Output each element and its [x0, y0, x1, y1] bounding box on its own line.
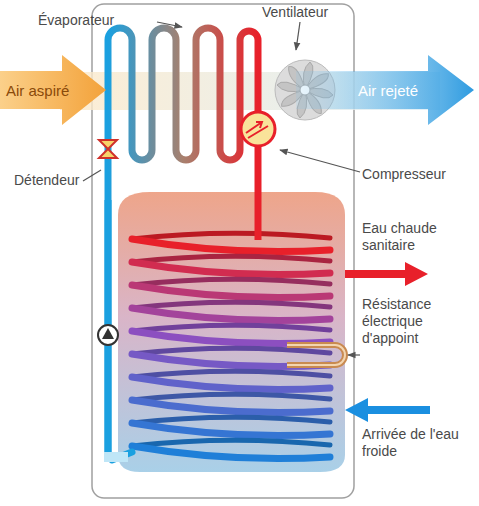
leader-line [83, 170, 101, 181]
heating-element-core [287, 345, 345, 365]
part-label: Eau chaude sanitaire [362, 220, 474, 254]
compressor-symbol [241, 112, 275, 146]
part-label: Compresseur [362, 166, 446, 183]
part-label: Détendeur [14, 172, 79, 189]
node-text: Air aspiré [6, 82, 69, 99]
part-label: Résistance électrique d'appoint [362, 296, 474, 346]
part-label: Ventilateur [262, 4, 328, 21]
leader-line [280, 150, 360, 172]
cold-water-arrow [345, 398, 430, 422]
part-label: Évaporateur [38, 12, 114, 29]
circulation-pump [98, 325, 118, 345]
evaporator-tube [108, 28, 258, 460]
part-label: Arrivée de l'eau froide [362, 426, 474, 460]
expansion-valve [99, 140, 117, 158]
heating-element [287, 345, 345, 365]
leader-line [348, 354, 360, 355]
exhaust-air-arrow: Air rejeté [296, 55, 476, 125]
node-text: Air rejeté [358, 82, 418, 99]
leader-line [296, 22, 300, 50]
leader-line [157, 22, 182, 27]
hot-water-arrow [345, 262, 428, 286]
intake-air-arrow: Air aspiré [0, 55, 108, 125]
hot-gas-pipe [255, 146, 262, 240]
pipe-joint [104, 452, 128, 462]
water-tank [118, 192, 345, 472]
